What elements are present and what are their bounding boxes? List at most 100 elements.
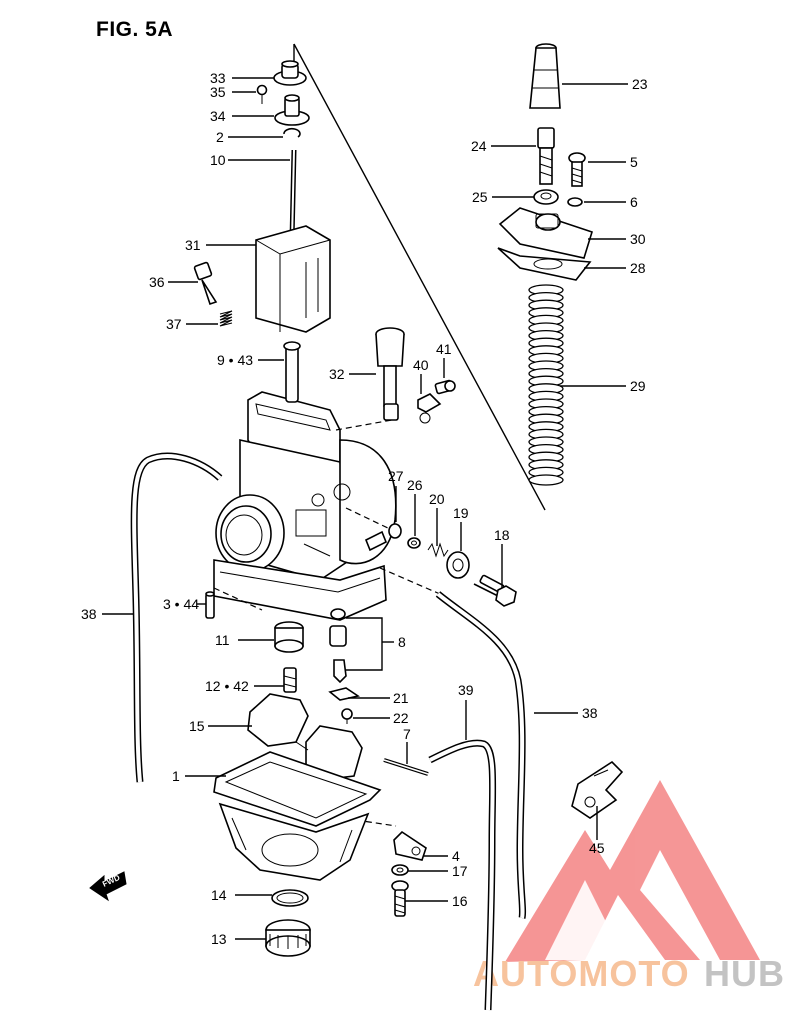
callout-21: 21 [393, 690, 409, 706]
callout-7: 7 [403, 726, 411, 742]
callout-31: 31 [185, 237, 201, 253]
callout-3-44: 3 • 44 [163, 596, 199, 612]
callout-2: 2 [216, 129, 224, 145]
assembly-dash-4 [355, 819, 397, 827]
callout-29: 29 [630, 378, 646, 394]
plate-21 [328, 687, 361, 701]
main-jet-12 [283, 667, 297, 693]
callout-4: 4 [452, 848, 460, 864]
assembly-line-diagonal [293, 43, 546, 511]
callout-9-43: 9 • 43 [217, 352, 253, 368]
callout-12-42: 12 • 42 [205, 678, 249, 694]
callout-37: 37 [166, 316, 182, 332]
cap-23 [529, 43, 561, 109]
pilot-air-screw-36 [193, 261, 218, 306]
callout-23: 23 [632, 76, 648, 92]
screw-41 [434, 379, 456, 395]
assembly-dash-3 [213, 587, 263, 611]
screw-16 [391, 880, 409, 917]
figure-title: FIG. 5A [96, 18, 174, 41]
callout-10: 10 [210, 152, 226, 168]
assembly-dash-32 [335, 419, 393, 431]
callout-20: 20 [429, 491, 445, 507]
callout-24: 24 [471, 138, 487, 154]
clip-2 [283, 127, 301, 138]
callout-11: 11 [215, 632, 230, 648]
callout-41: 41 [436, 341, 452, 357]
starter-plunger-32 [375, 327, 405, 421]
callout-17: 17 [452, 863, 468, 879]
bracket-4 [393, 830, 427, 861]
callout-25: 25 [472, 189, 488, 205]
callout-34: 34 [210, 108, 226, 124]
callout-39: 39 [458, 682, 474, 698]
watermark-logo: AUTOMOTO HUB [473, 780, 785, 994]
vent-hose-38-left [130, 452, 223, 783]
callout-6: 6 [630, 194, 638, 210]
spring-29 [528, 284, 564, 486]
callout-14: 14 [211, 887, 227, 903]
forward-direction-arrow: FWD [89, 871, 127, 902]
callout-19: 19 [453, 505, 469, 521]
assembly-dash-27 [345, 507, 393, 531]
hose-clamp-45 [571, 760, 624, 819]
o-ring-27 [388, 523, 402, 539]
idle-screw-18 [473, 574, 517, 607]
callout-28: 28 [630, 260, 646, 276]
cable-guide-34 [274, 94, 310, 126]
throttle-slide-31 [255, 225, 331, 333]
callout-15: 15 [189, 718, 205, 734]
assembly-dash-38 [379, 567, 441, 595]
needle-jet-3 [205, 591, 215, 619]
carburetor-body [213, 341, 397, 621]
callout-38-left: 38 [81, 606, 97, 622]
callout-22: 22 [393, 710, 409, 726]
callout-30: 30 [630, 231, 646, 247]
callout-16: 16 [452, 893, 468, 909]
callout-numbers: 33 35 34 2 10 31 36 37 9 • 43 32 40 41 2… [81, 70, 648, 947]
washer-6 [567, 197, 583, 207]
vent-hose-38-right [435, 591, 527, 919]
callout-32: 32 [329, 366, 345, 382]
o-ring-14 [271, 889, 309, 907]
screw-5 [568, 152, 586, 187]
float-valve-8 [329, 608, 347, 684]
cable-adjuster-cap [273, 60, 307, 86]
float-bowl-1 [213, 751, 382, 881]
callout-18: 18 [494, 527, 510, 543]
throttle-cable-rod-10 [289, 149, 297, 241]
callout-40: 40 [413, 357, 429, 373]
callout-8: 8 [398, 634, 406, 650]
spring-20 [427, 542, 449, 558]
washer-17 [391, 864, 409, 876]
top-cover-30 [498, 207, 593, 259]
washer-26 [407, 537, 421, 549]
watermark-text-hub: HUB [704, 953, 785, 994]
callout-35: 35 [210, 84, 226, 100]
callout-leaders [102, 77, 628, 940]
callout-1: 1 [172, 768, 180, 784]
callout-45: 45 [589, 840, 605, 856]
overflow-hose-39 [428, 739, 497, 1011]
nut-25 [533, 189, 559, 205]
clip-40 [417, 393, 442, 424]
callout-36: 36 [149, 274, 165, 290]
drain-plug-13 [265, 919, 311, 957]
jet-holder-11 [274, 621, 304, 653]
callout-26: 26 [407, 477, 423, 493]
screw-35 [256, 84, 268, 104]
adjuster-24 [537, 127, 555, 185]
callout-27: 27 [388, 468, 404, 484]
callout-38-right: 38 [582, 705, 598, 721]
screw-22 [341, 708, 353, 724]
spring-37 [219, 310, 233, 327]
callout-13: 13 [211, 931, 227, 947]
callout-5: 5 [630, 154, 638, 170]
gasket-28 [497, 247, 592, 281]
callout-33: 33 [210, 70, 226, 86]
float-pin-7 [383, 758, 429, 776]
nut-19 [446, 551, 470, 579]
watermark-text-auto: AUTOMOTO [473, 953, 690, 994]
